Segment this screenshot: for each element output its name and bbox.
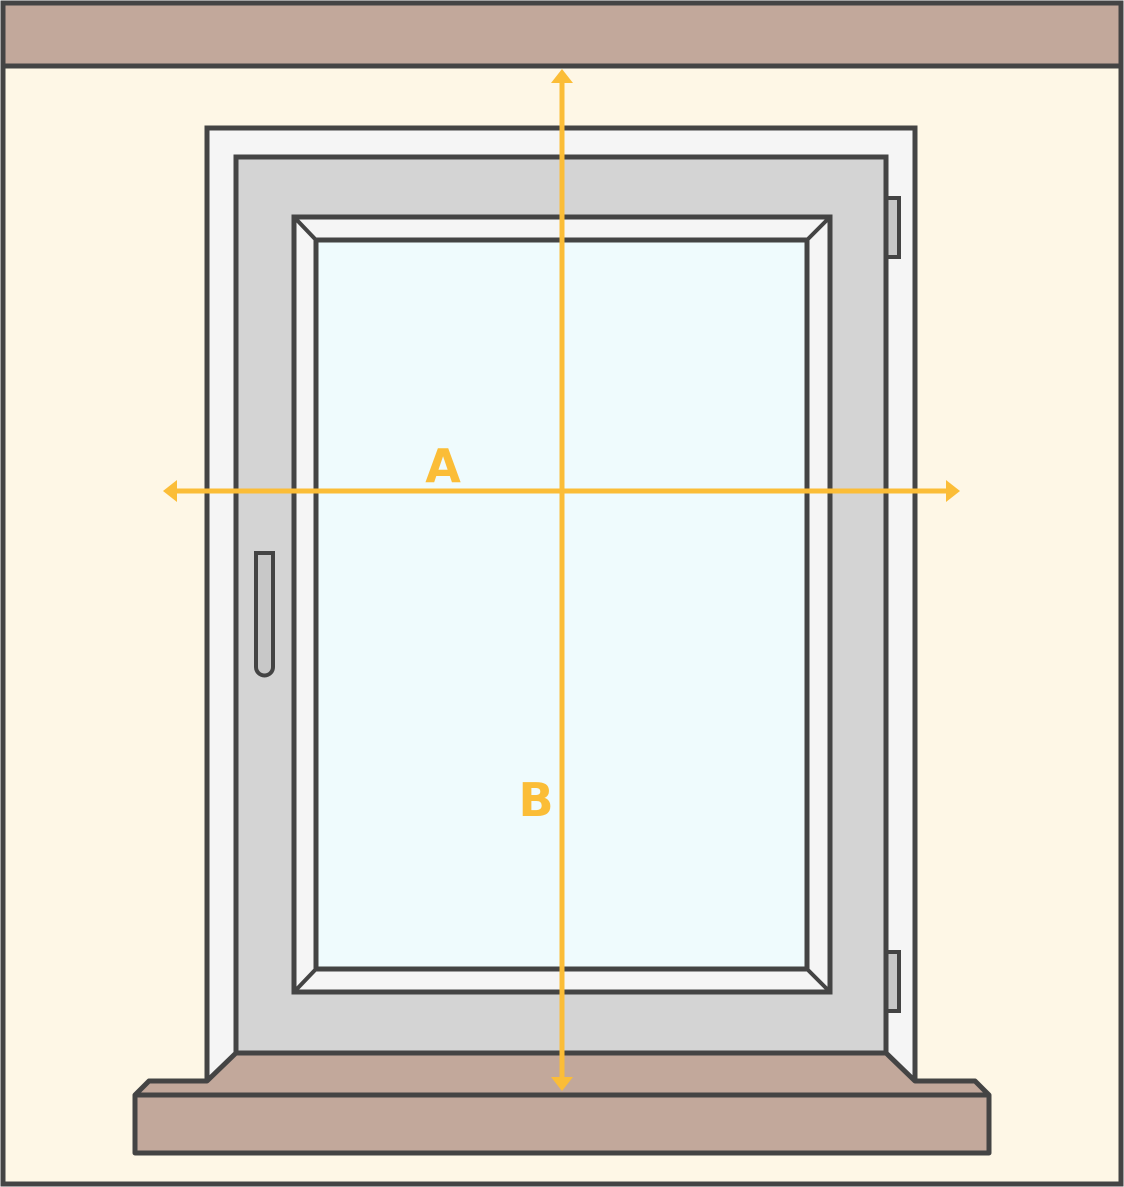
- dimension-a-arrowhead-right: [946, 480, 960, 502]
- dimension-b-label: B: [518, 773, 553, 827]
- window-sill: [132, 1050, 992, 1156]
- window-handle-icon: [254, 551, 275, 678]
- bevel-top-right: [805, 215, 832, 242]
- dimension-b-arrow: [551, 69, 573, 1091]
- lintel: [0, 0, 1124, 69]
- dimension-a-label: A: [425, 439, 461, 493]
- bevel-bottom-right: [805, 967, 832, 994]
- bevel-top-left: [292, 215, 318, 242]
- dimension-b-arrowhead-top: [551, 69, 573, 83]
- bevel-bottom-left: [292, 967, 318, 994]
- dimension-b-arrowhead-bottom: [551, 1077, 573, 1091]
- dimension-a-arrowhead-left: [163, 480, 177, 502]
- bead-bevels: [292, 215, 832, 994]
